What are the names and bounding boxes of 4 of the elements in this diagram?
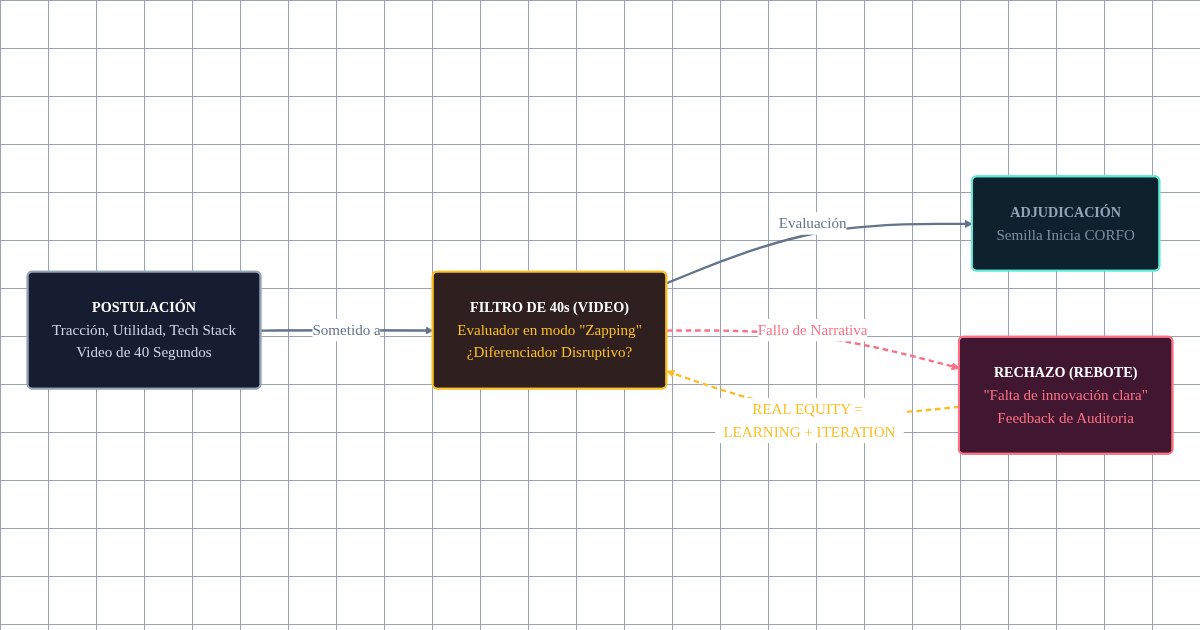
edge-label: Sometido a — [312, 321, 381, 338]
edge-label: Fallo de Narrativa — [757, 321, 868, 338]
edge-label: REAL EQUITY = LEARNING + ITERATION — [723, 400, 896, 440]
edge-label: Evaluación — [778, 214, 847, 232]
